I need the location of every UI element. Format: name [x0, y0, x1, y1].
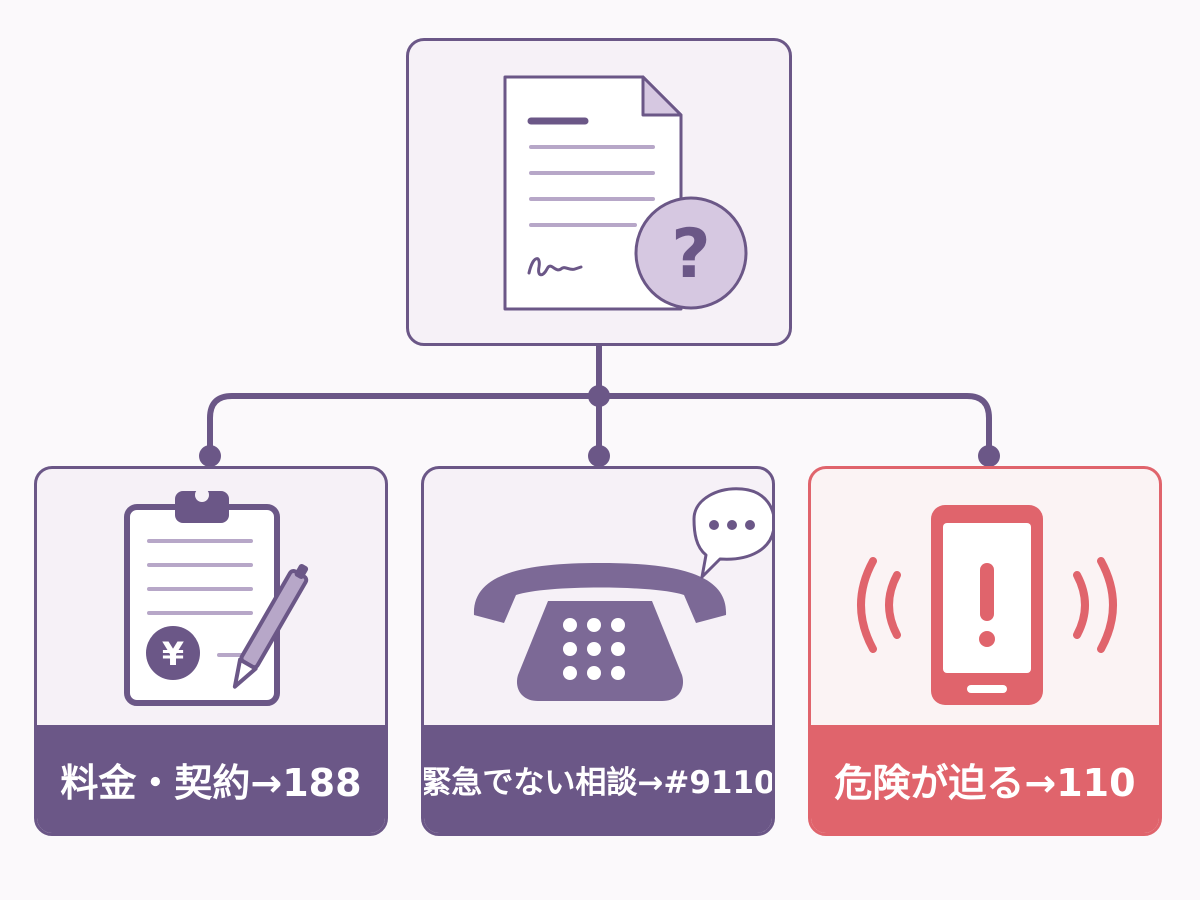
clipboard-yen-pen-icon: ¥ — [124, 488, 309, 706]
branch-card-danger: 危険が迫る→110 — [808, 466, 1162, 836]
svg-text:¥: ¥ — [162, 635, 184, 673]
branch-dot-right — [978, 445, 1000, 467]
branch-label-danger: 危険が迫る→110 — [811, 725, 1159, 833]
branch-card-non-emergency: 緊急でない相談→#9110 — [421, 466, 775, 836]
smartphone-alert-icon — [857, 505, 1117, 705]
branch-label-fee-contract: 料金・契約→188 — [37, 725, 385, 833]
branch-label-non-emergency: 緊急でない相談→#9110 — [424, 725, 772, 833]
telephone-speech-bubble-icon — [473, 487, 772, 701]
branch-dot-left — [199, 445, 221, 467]
junction-dot — [588, 385, 610, 407]
root-card: ? — [406, 38, 792, 346]
document-question-icon: ? — [503, 75, 748, 311]
branch-card-fee-contract: ¥ 料金・契約→188 — [34, 466, 388, 836]
branch-dot-center — [588, 445, 610, 467]
svg-text:?: ? — [671, 215, 710, 294]
